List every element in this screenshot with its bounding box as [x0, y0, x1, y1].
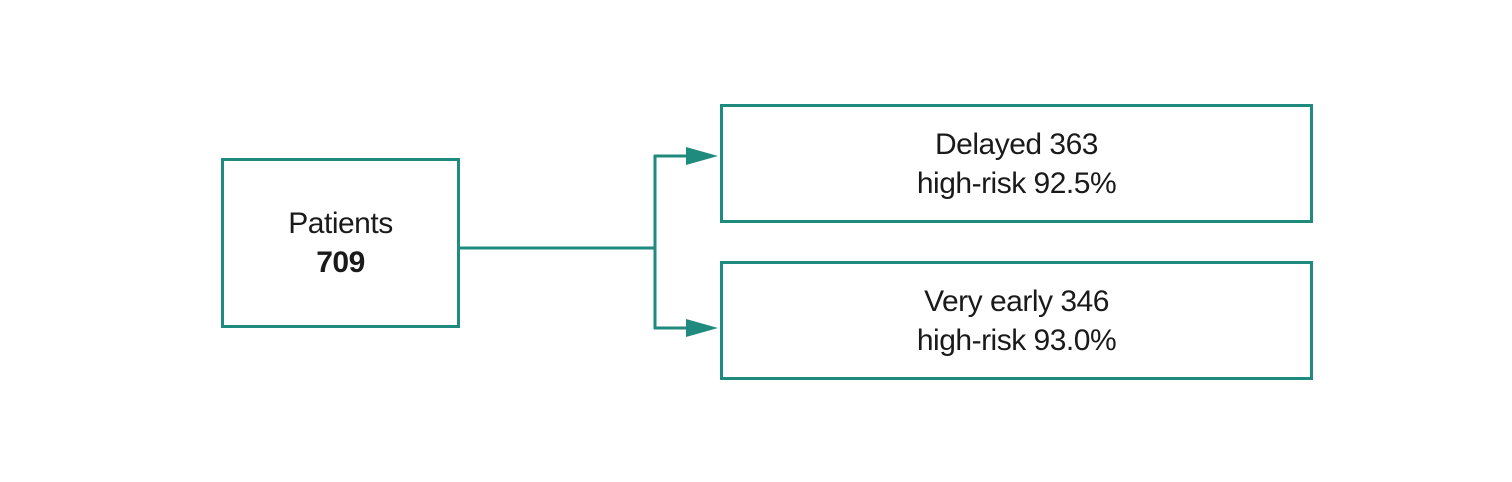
very-early-high-risk-label: high-risk 93.0% [916, 323, 1117, 357]
arrowhead-very-early [686, 319, 718, 337]
delayed-box: Delayed 363 high-risk 92.5% [720, 104, 1313, 223]
delayed-high-risk-label: high-risk 92.5% [916, 166, 1117, 200]
very-early-box: Very early 346 high-risk 93.0% [720, 261, 1313, 380]
patients-count: 709 [316, 246, 365, 279]
patients-label: Patients [288, 207, 393, 240]
patients-box: Patients 709 [221, 158, 460, 328]
very-early-count-label: Very early 346 [924, 284, 1109, 318]
delayed-count-label: Delayed 363 [935, 127, 1098, 161]
arrowhead-delayed [686, 147, 718, 165]
